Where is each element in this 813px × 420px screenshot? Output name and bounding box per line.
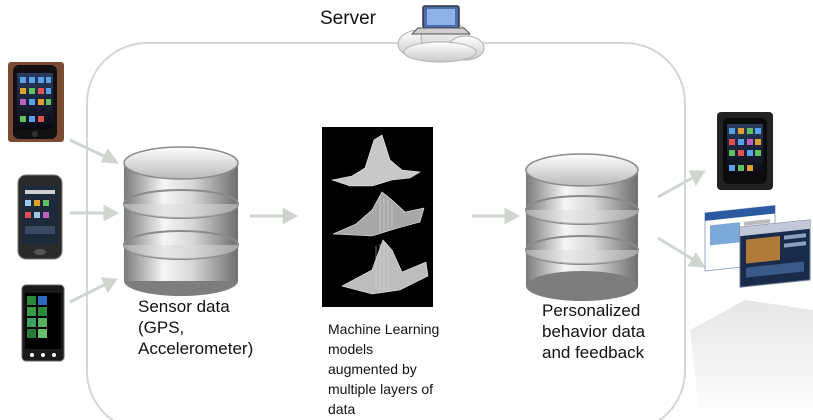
- sensor-to-ml-arrow: [250, 207, 299, 225]
- output-arrows: [657, 170, 706, 268]
- ml-models-label: Machine Learning models augmented by mul…: [328, 319, 439, 419]
- sensor-label-line-1: Sensor data: [138, 297, 230, 316]
- ml-to-behavior-arrow: [472, 207, 521, 225]
- behavior-label-line-1: Personalized: [542, 301, 641, 320]
- 3d-surface-plot-icon: [322, 127, 433, 307]
- iphone-output-icon: [717, 112, 773, 190]
- behavior-data-label: Personalized behavior data and feedback: [542, 300, 645, 363]
- behavior-database-icon: [525, 153, 639, 301]
- ml-label-line-5: data: [328, 401, 356, 417]
- web-pages-output-icon: [690, 204, 813, 420]
- server-label: Server: [320, 8, 376, 29]
- ml-label-line-2: models: [328, 341, 374, 357]
- ml-label-line-3: augmented by: [328, 361, 417, 377]
- sensor-label-line-3: Accelerometer): [138, 339, 254, 358]
- android-device-icon: [17, 174, 63, 260]
- behavior-label-line-2: behavior data: [542, 322, 646, 341]
- input-arrows: [69, 138, 120, 304]
- ml-label-line-1: Machine Learning: [328, 321, 440, 337]
- sensor-label-line-2: (GPS,: [138, 318, 185, 337]
- windows-phone-device-icon: [21, 284, 65, 362]
- cloud-laptop-icon: [397, 5, 485, 63]
- behavior-label-line-3: and feedback: [542, 343, 645, 362]
- sensor-data-label: Sensor data (GPS, Accelerometer): [138, 296, 253, 359]
- server-boundary: [86, 42, 686, 420]
- ml-label-line-4: multiple layers of: [328, 381, 434, 397]
- sensor-database-icon: [123, 146, 239, 296]
- iphone-device-icon: [8, 62, 64, 142]
